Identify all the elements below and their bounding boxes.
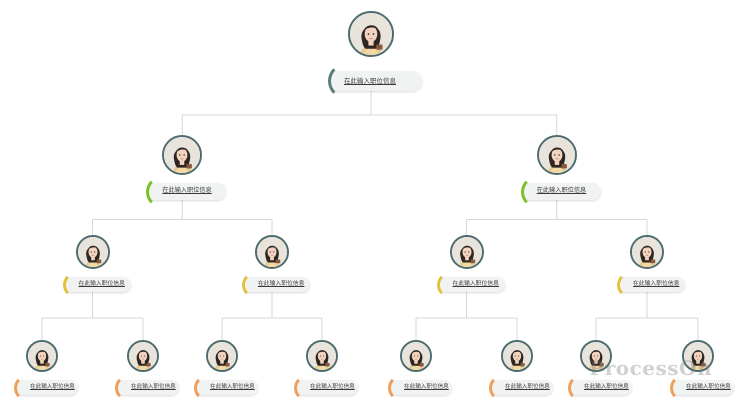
portrait-icon <box>28 342 56 370</box>
portrait-icon <box>582 342 610 370</box>
avatar <box>26 340 58 372</box>
avatar <box>580 340 612 372</box>
level-accent-arc <box>242 271 268 298</box>
level-accent-arc <box>146 175 178 208</box>
avatar <box>348 11 394 57</box>
level-accent-arc <box>568 374 594 401</box>
position-label[interactable]: 在此输入职位信息 <box>536 187 587 195</box>
avatar <box>449 235 484 269</box>
position-label[interactable]: 在此输入职位信息 <box>686 383 731 390</box>
position-label[interactable]: 在此输入职位信息 <box>452 280 499 287</box>
avatar <box>682 340 714 372</box>
position-label[interactable]: 在此输入职位信息 <box>131 383 176 390</box>
portrait-icon <box>129 342 157 370</box>
position-label[interactable]: 在此输入职位信息 <box>344 76 396 85</box>
avatar <box>306 340 338 372</box>
portrait-icon <box>684 342 712 370</box>
portrait-icon <box>402 342 430 370</box>
level-accent-arc <box>388 374 414 401</box>
level-accent-arc <box>14 374 40 401</box>
position-label[interactable]: 在此输入职位信息 <box>258 280 305 287</box>
avatar <box>206 340 238 372</box>
level-accent-arc <box>489 374 515 401</box>
avatar <box>501 340 533 372</box>
position-label[interactable]: 在此输入职位信息 <box>78 280 125 287</box>
avatar <box>75 235 110 269</box>
level-accent-arc <box>617 271 643 298</box>
level-accent-arc <box>115 374 141 401</box>
level-accent-arc <box>436 271 463 298</box>
portrait-icon <box>632 237 662 267</box>
avatar <box>630 235 664 269</box>
level-accent-arc <box>194 374 220 401</box>
portrait-icon <box>538 137 575 173</box>
level-accent-arc <box>62 271 89 298</box>
level-accent-arc <box>670 374 696 401</box>
watermark: ProcessOn <box>589 356 712 380</box>
position-label[interactable]: 在此输入职位信息 <box>584 383 629 390</box>
position-label[interactable]: 在此输入职位信息 <box>210 383 255 390</box>
portrait-icon <box>350 13 392 55</box>
position-label[interactable]: 在此输入职位信息 <box>404 383 449 390</box>
portrait-icon <box>308 342 336 370</box>
avatar <box>536 135 577 175</box>
avatar <box>127 340 159 372</box>
portrait-icon <box>164 137 201 173</box>
portrait-icon <box>77 237 108 267</box>
avatar <box>255 235 289 269</box>
avatar <box>162 135 203 175</box>
level-accent-arc <box>520 175 553 208</box>
portrait-icon <box>503 342 531 370</box>
portrait-icon <box>257 237 287 267</box>
level-accent-arc <box>294 374 320 401</box>
level-accent-arc <box>328 63 364 99</box>
avatar <box>400 340 432 372</box>
portrait-icon <box>451 237 482 267</box>
position-label[interactable]: 在此输入职位信息 <box>633 280 680 287</box>
position-label[interactable]: 在此输入职位信息 <box>162 187 212 195</box>
portrait-icon <box>208 342 236 370</box>
position-label[interactable]: 在此输入职位信息 <box>30 383 75 390</box>
position-label[interactable]: 在此输入职位信息 <box>505 383 550 390</box>
position-label[interactable]: 在此输入职位信息 <box>310 383 355 390</box>
